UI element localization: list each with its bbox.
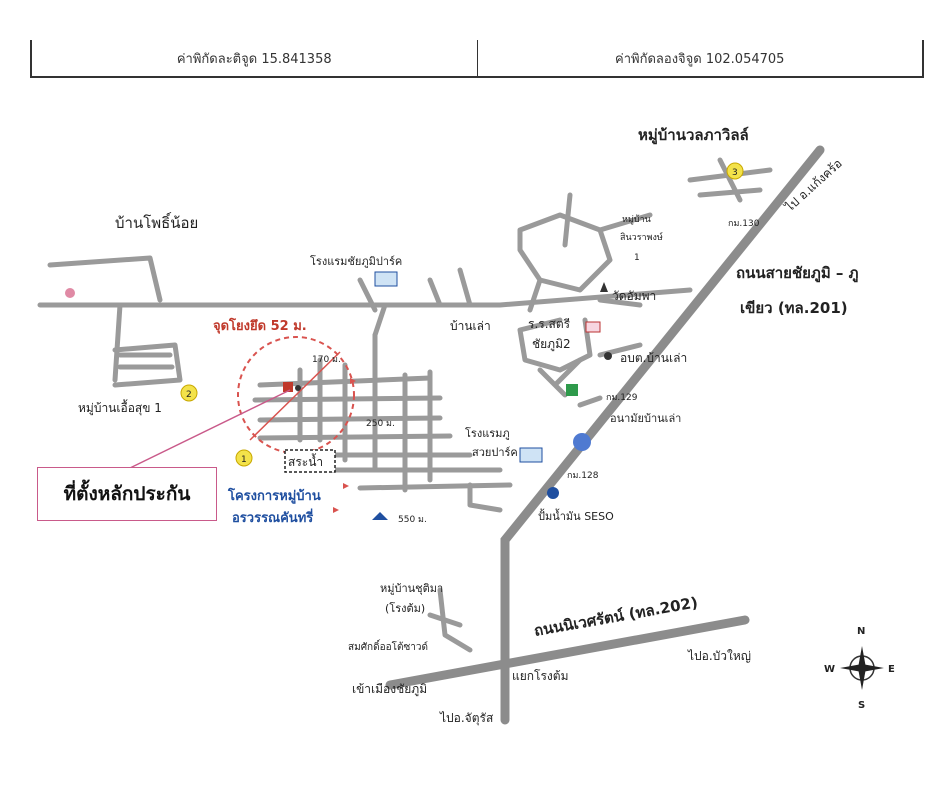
compass-rose — [840, 646, 884, 690]
compass-w: W — [824, 664, 835, 675]
direction-arrows — [333, 378, 356, 513]
label-village-uea-suk: หมู่บ้านเอื้อสุข 1 — [78, 399, 162, 416]
label-chutima-l1: หมู่บ้านชุติมา — [380, 582, 443, 595]
hospital-icon — [566, 384, 578, 396]
label-junction: แยกโรงต้ม — [512, 669, 568, 683]
office-icon — [573, 433, 591, 451]
coordinates-header: ค่าพิกัดละติจูด 15.841358 ค่าพิกัดลองจิจ… — [30, 40, 924, 78]
label-village-walapa: หมู่บ้านวลภาวิลล์ — [638, 126, 749, 145]
longitude-label: ค่าพิกัดลองจิจูด 102.054705 — [476, 40, 923, 76]
label-gas-station: ปั้มน้ำมัน SESO — [538, 508, 614, 523]
label-school-l1: ร.ร.สตรี — [528, 317, 571, 331]
label-road-201-l1: ถนนสายชัยภูมิ – ภู — [736, 264, 859, 283]
gas-icon — [547, 487, 559, 499]
collateral-callout: ที่ตั้งหลักประกัน — [37, 467, 217, 521]
main-highways — [385, 145, 825, 725]
compass-e: E — [888, 664, 895, 675]
label-road-201-l2: เขียว (ทล.201) — [740, 299, 848, 317]
marker-2 — [180, 384, 198, 402]
label-to-chatturat: ไปอ.จัตุรัส — [439, 711, 494, 726]
label-hotel-suay-l1: โรงแรมภู — [465, 426, 510, 440]
label-obt-ban-lao: อบต.บ้านเล่า — [620, 351, 687, 365]
school-icon — [585, 321, 601, 333]
marker-3 — [726, 162, 744, 180]
label-somsak: สมศักดิ์ออโต้ซาวด์ — [348, 639, 428, 653]
label-pond: สระน้ำ — [288, 453, 323, 469]
label-to-bua-yai: ไปอ.บัวใหญ่ — [687, 649, 751, 663]
latitude-label: ค่าพิกัดละติจูด 15.841358 — [176, 51, 332, 67]
label-project-l1: โครงการหมู่บ้าน — [227, 487, 321, 504]
temple-icon — [600, 282, 608, 292]
marker-1 — [235, 449, 253, 467]
label-marker-1: 1 — [241, 455, 247, 465]
label-to-city: เข้าเมืองชัยภูมิ — [352, 682, 427, 697]
poi-icons — [65, 271, 612, 520]
label-sinwara-l2: สินวราพงษ์ — [620, 231, 663, 243]
callout-line — [129, 389, 291, 469]
label-wat-um-pha: วัดอัมพา — [612, 289, 656, 303]
label-sinwara-l1: หมู่บ้าน — [622, 214, 651, 225]
label-d250: 250 ม. — [366, 419, 395, 429]
label-school-l2: ชัยภูมิ2 — [532, 337, 571, 352]
label-sinwara-l3: 1 — [634, 253, 640, 263]
label-d170: 170 ม. — [312, 355, 341, 365]
label-marker-2: 2 — [186, 390, 192, 400]
compass-s: S — [858, 700, 865, 711]
label-ban-lao: บ้านเล่า — [450, 319, 491, 333]
label-marker-3: 3 — [732, 168, 738, 178]
numbered-markers[interactable] — [180, 162, 744, 467]
label-km128: กม.128 — [567, 471, 599, 481]
label-ban-pho-noi: บ้านโพธิ์น้อย — [115, 212, 198, 232]
hotel-icon — [374, 271, 398, 287]
label-anchor-point: จุดโยงยึด 52 ม. — [213, 317, 307, 334]
collateral-marker — [283, 382, 293, 392]
label-km130: กม.130 — [728, 219, 760, 229]
label-hotel-suay-l2: สวยปาร์ค — [472, 446, 518, 459]
label-health-ban-lao: อนามัยบ้านเล่า — [610, 412, 681, 425]
hotel-icon-2 — [519, 447, 543, 463]
house-icon — [372, 512, 388, 520]
village-icon — [65, 288, 75, 298]
obt-icon — [604, 352, 612, 360]
minor-roads — [37, 157, 773, 653]
compass-n: N — [857, 626, 865, 637]
label-km129: กม.129 — [606, 393, 638, 403]
label-chutima-l2: (โรงต้ม) — [385, 601, 425, 615]
label-project-l2: อรวรรณคันทรี่ — [232, 508, 313, 526]
pond-box — [284, 449, 336, 473]
highway-202 — [385, 615, 750, 690]
label-d550: 550 ม. — [398, 515, 427, 525]
label-hotel-chaiyaphum-park: โรงแรมชัยภูมิปาร์ค — [310, 254, 402, 268]
